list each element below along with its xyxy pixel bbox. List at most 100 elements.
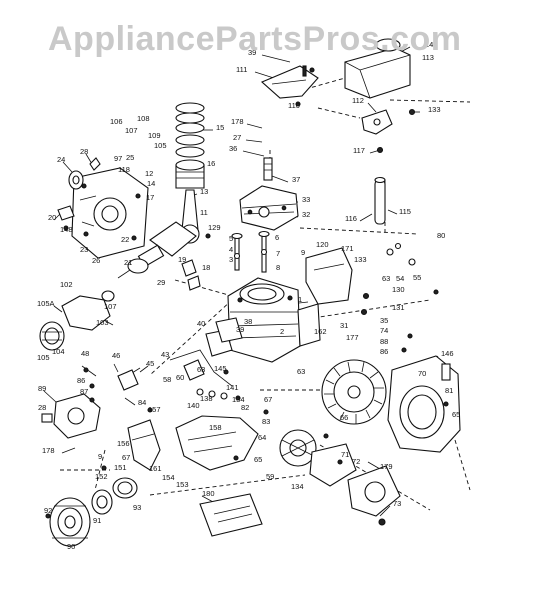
part-number-label: 130	[392, 285, 405, 294]
part-number-label: 177	[346, 333, 359, 342]
part-number-label: 7	[276, 249, 280, 258]
plate-112	[361, 108, 416, 135]
part-number-label: 5	[229, 234, 233, 243]
part-number-label: 43	[161, 350, 169, 359]
part-number-label: 35	[380, 316, 388, 325]
cylinder-head	[239, 185, 299, 231]
part-number-label: 9	[98, 452, 102, 461]
part-number-label: 171	[341, 244, 354, 253]
part-number-label: 33	[302, 195, 310, 204]
part-number-label: 40	[197, 319, 205, 328]
part-number-label: 64	[258, 433, 266, 442]
muffler-90	[49, 497, 91, 547]
part-number-label: 19	[178, 255, 186, 264]
part-number-label: 117	[353, 146, 365, 155]
part-number-label: 154	[162, 473, 175, 482]
part-number-label: 134	[232, 395, 245, 404]
part-number-label: 60	[176, 373, 184, 382]
bolt-markers	[101, 67, 449, 471]
flywheel	[321, 359, 387, 425]
part-number-label: 39	[248, 48, 256, 57]
part-number-label: 146	[441, 349, 454, 358]
oil-seal-24	[68, 170, 84, 190]
part-number-label: 152	[95, 472, 108, 481]
part-number-label: 67	[122, 453, 130, 462]
air-cleaner-bracket	[260, 65, 319, 99]
part-number-label: 105	[37, 353, 50, 362]
part-number-label: 32	[302, 210, 310, 219]
part-number-label: 87	[80, 387, 88, 396]
intake-gasket	[205, 317, 243, 357]
part-number-label: 37	[292, 175, 300, 184]
part-number-label: 178	[42, 446, 55, 455]
part-number-label: 55	[413, 273, 421, 282]
part-number-label: 11	[200, 208, 208, 217]
part-number-label: 17	[146, 193, 154, 202]
part-number-label: 38	[244, 317, 252, 326]
part-number-label: 6	[275, 233, 279, 242]
part-number-label: 138	[200, 394, 213, 403]
part-number-label: 46	[112, 351, 120, 360]
recoil-starter-179	[309, 443, 401, 526]
part-number-label: 73	[393, 499, 401, 508]
part-number-label: 26	[92, 256, 100, 265]
part-number-label: 89	[38, 384, 46, 393]
starter-cup-134	[279, 429, 317, 467]
part-number-label: 74	[380, 326, 388, 335]
part-number-label: 108	[137, 114, 150, 123]
shroud-120	[305, 247, 353, 305]
part-number-label: 133	[428, 105, 441, 114]
part-number-label: 88	[380, 337, 388, 346]
piston-rings	[175, 102, 205, 158]
part-number-label: 145	[214, 364, 227, 373]
part-number-label: 112	[352, 96, 364, 105]
rocker-parts-20	[57, 205, 75, 231]
screws-63-54-55	[360, 242, 439, 316]
watermark: AppliancePartsPros.com	[48, 20, 462, 58]
part-number-label: 113	[422, 53, 434, 62]
part-number-label: 86	[380, 347, 388, 356]
manual-book-180	[199, 493, 263, 537]
part-number-label: 178	[231, 117, 244, 126]
part-number-label: 97	[114, 154, 122, 163]
governor-link	[169, 349, 241, 401]
part-number-label: 13	[200, 187, 208, 196]
part-number-label: 93	[133, 503, 141, 512]
part-number-label: 3	[229, 255, 233, 264]
part-number-label: 82	[241, 403, 249, 412]
part-number-label: 91	[93, 516, 101, 525]
part-number-label: 63	[197, 365, 205, 374]
part-number-label: 83	[262, 417, 270, 426]
part-number-label: 116	[345, 214, 357, 223]
part-number-label: 156	[117, 439, 130, 448]
part-number-label: 84	[138, 398, 146, 407]
part-number-label: 129	[208, 223, 221, 232]
air-cleaner-cover	[344, 38, 411, 99]
part-number-label: 25	[126, 153, 134, 162]
push-rods	[231, 230, 270, 273]
part-number-label: 105	[154, 141, 167, 150]
dipstick-28	[89, 157, 101, 171]
part-number-label: 70	[418, 369, 426, 378]
part-number-label: 131	[392, 303, 405, 312]
part-number-label: 107	[125, 126, 138, 135]
part-number-label: 92	[44, 506, 52, 515]
part-number-label: 63	[382, 274, 390, 283]
engine-block	[227, 277, 321, 363]
part-number-label: 104	[52, 347, 65, 356]
part-number-label: 110	[288, 101, 300, 110]
part-number-label: 39	[236, 325, 244, 334]
exhaust-flange-91	[45, 489, 113, 519]
part-number-label: 14	[425, 40, 433, 49]
part-number-label: 18	[202, 263, 210, 272]
part-number-label: 107	[104, 302, 117, 311]
crankshaft	[117, 221, 197, 279]
part-number-label: 65	[452, 410, 460, 419]
part-number-label: 120	[316, 240, 329, 249]
part-number-label: 31	[340, 321, 348, 330]
part-number-label: 28	[80, 147, 88, 156]
part-number-label: 9	[301, 248, 305, 257]
